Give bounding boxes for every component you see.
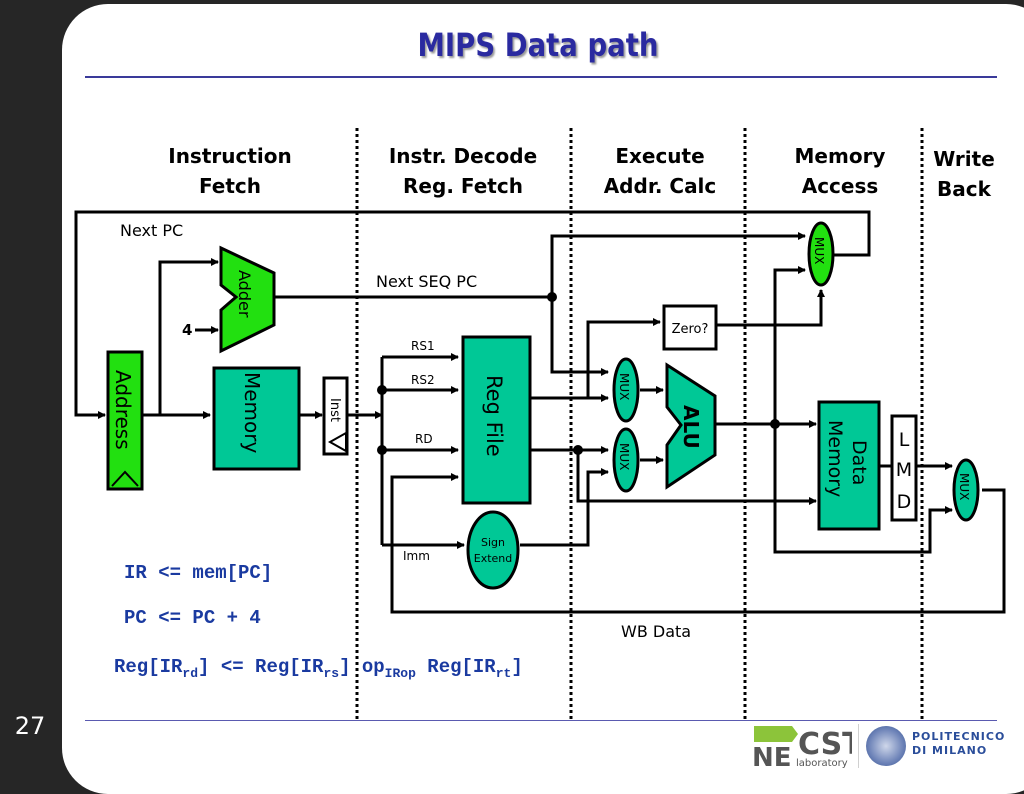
stage-ex-line1: Execute (615, 144, 704, 168)
lmd-m: M (896, 459, 912, 481)
wire-next-pc (74, 210, 871, 419)
lmd-d: D (897, 491, 912, 513)
rtl-line-1: IR <= mem[PC] (124, 562, 272, 584)
sign-extend-line1: Sign (481, 536, 505, 549)
wire-sign-extend-out (520, 468, 609, 547)
instruction-register: Inst (322, 376, 349, 456)
register-file: Reg File (461, 335, 532, 505)
logo-divider (858, 724, 859, 768)
wire-seqpc-pcmux (550, 232, 806, 297)
rs2-label: RS2 (411, 373, 435, 387)
sign-extend-line2: Extend (474, 552, 513, 565)
inst-label: Inst (327, 398, 342, 422)
necst-cst: CST (798, 727, 852, 762)
wire-alu-wbmux (773, 424, 953, 554)
adder-label: Adder (235, 270, 254, 318)
necst-logo: NE CST laboratory (752, 726, 852, 768)
politecnico-name: POLITECNICO DI MILANO (912, 730, 1005, 758)
stage-wb-line1: Write (933, 147, 995, 171)
wire-regA-zero (586, 318, 661, 398)
rd-label: RD (415, 432, 433, 446)
memory-label: Memory (240, 372, 264, 454)
reg-file-label: Reg File (482, 375, 506, 457)
stage-id-line1: Instr. Decode (389, 144, 537, 168)
wire-seqpc-exmux (550, 297, 609, 376)
mips-datapath-diagram: Instruction Fetch Instr. Decode Reg. Fet… (74, 128, 1006, 722)
data-memory: Data Memory (817, 400, 881, 531)
politecnico-seal (866, 726, 906, 766)
stage-if-line2: Fetch (199, 174, 261, 198)
next-pc-label: Next PC (120, 221, 183, 240)
sign-extend: Sign Extend (466, 510, 520, 590)
rs1-label: RS1 (411, 339, 435, 353)
footer-divider (85, 720, 997, 721)
mux-alu-a-label: MUX (617, 373, 631, 400)
wire-zero-pcmux (716, 289, 825, 327)
imm-label: Imm (403, 549, 430, 563)
zero-label: Zero? (672, 322, 709, 337)
wire-address-adder (158, 258, 219, 415)
necst-sub: laboratory (796, 758, 848, 768)
stage-id-line2: Reg. Fetch (403, 174, 523, 198)
address-label: Address (111, 370, 135, 450)
mux-alu-a: MUX (612, 357, 640, 423)
junction-dots (377, 292, 780, 455)
stage-mem-line2: Access (802, 174, 879, 198)
wire-wb-data (390, 473, 1006, 614)
rtl-line-2: PC <= PC + 4 (124, 607, 261, 629)
mux-alu-b: MUX (612, 427, 640, 493)
instruction-memory: Memory (212, 366, 301, 471)
slide-title: MIPS Data path (417, 26, 659, 64)
constant-four: 4 (182, 321, 192, 339)
zero-detect: Zero? (662, 304, 718, 351)
stage-wb-line2: Back (937, 177, 992, 201)
stage-if-line1: Instruction (168, 144, 292, 168)
stage-ex-line2: Addr. Calc (604, 174, 717, 198)
wire-mux-out-pc (829, 225, 871, 257)
mux-pc: MUX (807, 221, 835, 287)
lmd-l: L (899, 429, 910, 451)
stage-headings: Instruction Fetch Instr. Decode Reg. Fet… (168, 144, 995, 201)
slide-number: 27 (14, 712, 46, 740)
poli-line2: DI MILANO (912, 744, 988, 757)
title-divider (85, 76, 997, 78)
wire-alu-pcmux (773, 266, 806, 424)
mux-wb-label: MUX (957, 473, 971, 500)
necst-ne: NE (752, 743, 792, 768)
address-register: Address (106, 350, 144, 491)
alu-label: ALU (679, 405, 703, 449)
stage-mem-line1: Memory (795, 144, 886, 168)
adder: Adder (219, 245, 276, 354)
wb-data-label: WB Data (621, 622, 691, 641)
alu: ALU (665, 362, 717, 490)
mux-pc-label: MUX (812, 237, 826, 264)
poli-line1: POLITECNICO (912, 730, 1006, 743)
data-memory-line1: Data (848, 440, 870, 485)
wires (74, 210, 1006, 614)
rtl-line-3: Reg[IRrd] <= Reg[IRrs] opIRop Reg[IRrt] (114, 656, 523, 681)
data-memory-line2: Memory (824, 420, 846, 497)
lmd-register: L M D (890, 414, 918, 522)
next-seq-pc-label: Next SEQ PC (376, 272, 477, 291)
wire-regB-datamem (576, 450, 817, 505)
mux-alu-b-label: MUX (617, 443, 631, 470)
mux-wb: MUX (952, 458, 980, 522)
